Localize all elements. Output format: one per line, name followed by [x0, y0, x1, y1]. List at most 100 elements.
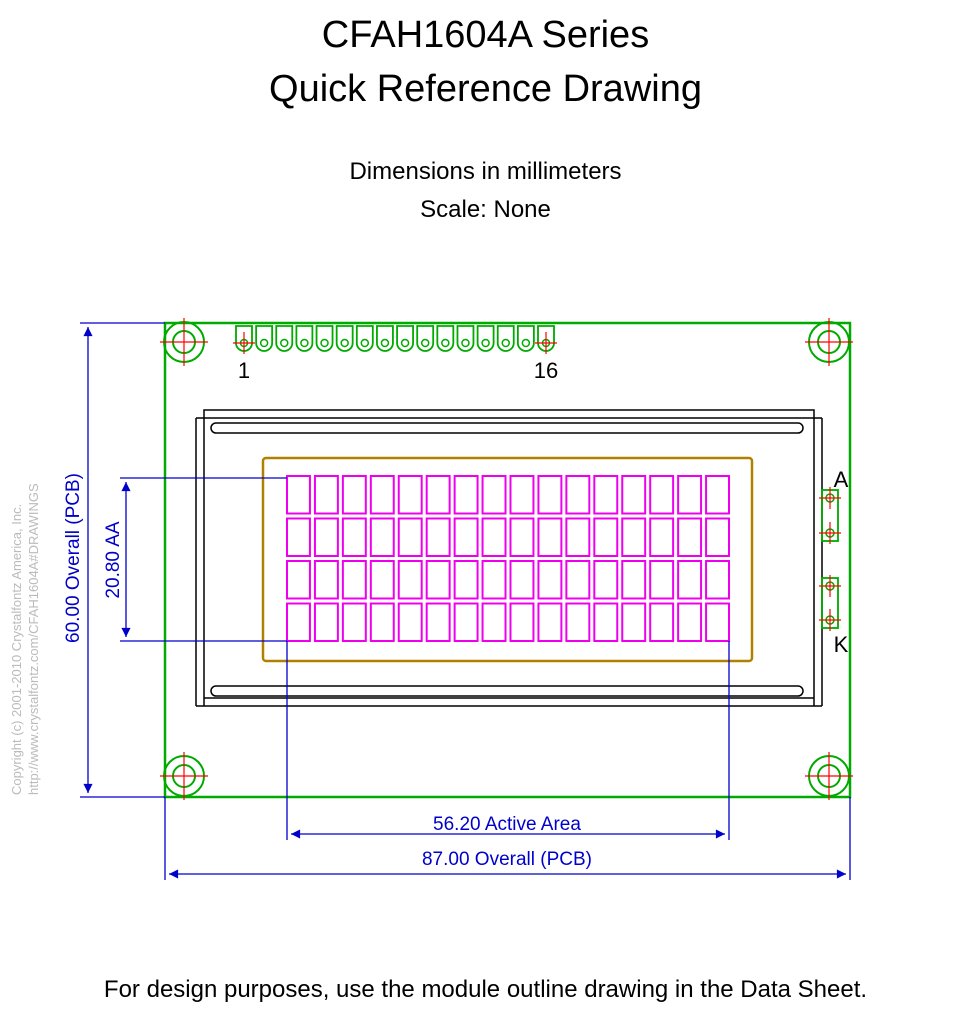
character-cell	[453, 560, 479, 600]
character-cell	[705, 475, 730, 515]
header-pins	[233, 325, 557, 354]
character-cell	[537, 475, 563, 515]
character-cell	[425, 560, 451, 600]
character-cell	[649, 602, 675, 642]
character-cell	[481, 602, 507, 642]
character-cell	[593, 517, 619, 557]
viewing-area	[261, 456, 754, 663]
character-cell	[481, 517, 507, 557]
character-cell	[313, 517, 339, 557]
pcb-outline	[163, 321, 852, 799]
character-cell	[481, 475, 507, 515]
header-pin	[535, 325, 557, 354]
character-cell-grid	[286, 475, 730, 642]
character-cell	[397, 560, 423, 600]
overall-height-dimension: 60.00 Overall (PCB)	[63, 473, 84, 643]
character-cell	[397, 475, 423, 515]
character-cell	[341, 517, 367, 557]
character-cell	[565, 475, 591, 515]
character-cell	[313, 560, 339, 600]
character-cell	[369, 560, 395, 600]
character-cell	[341, 602, 367, 642]
pin-16-label: 16	[534, 358, 558, 383]
header-pin	[456, 325, 475, 352]
header-pin	[476, 325, 495, 352]
dimension-lines	[80, 322, 851, 880]
character-cell	[593, 560, 619, 600]
units-note: Dimensions in millimeters	[349, 158, 622, 185]
character-cell	[369, 517, 395, 557]
backlight-cathode-label: K	[834, 632, 849, 657]
character-cell	[593, 475, 619, 515]
mounting-hole	[805, 318, 853, 366]
copyright-line2: http://www.crystalfontz.com/CFAH1604A#DR…	[26, 483, 41, 795]
character-cell	[509, 560, 535, 600]
character-cell	[677, 475, 703, 515]
character-cell	[453, 517, 479, 557]
overall-width-dimension: 87.00 Overall (PCB)	[422, 849, 592, 870]
character-cell	[537, 517, 563, 557]
header-pin	[275, 325, 294, 352]
character-cell	[425, 602, 451, 642]
character-cell	[621, 560, 647, 600]
character-cell	[621, 602, 647, 642]
active-height-dimension: 20.80 AA	[103, 521, 124, 598]
backlight-pin-pair	[819, 487, 841, 544]
copyright-line1: Copyright (c) 2001-2010 Crystalfontz Ame…	[9, 504, 24, 795]
lcd-bezel	[195, 409, 823, 707]
header-pin	[315, 325, 334, 352]
character-cell	[397, 517, 423, 557]
character-cell	[313, 475, 339, 515]
header-pin	[355, 325, 374, 352]
character-cell	[649, 517, 675, 557]
backlight-pin-pair	[819, 575, 841, 631]
header-pin	[376, 325, 394, 352]
pin-1-label: 1	[238, 358, 250, 383]
character-cell	[481, 560, 507, 600]
mounting-hole	[160, 752, 208, 800]
mounting-hole	[805, 752, 853, 800]
character-cell	[286, 517, 311, 557]
mounting-holes	[160, 318, 853, 800]
active-width-dimension: 56.20 Active Area	[433, 814, 581, 835]
backlight-pins	[819, 487, 841, 631]
character-cell	[425, 517, 451, 557]
character-cell	[649, 475, 675, 515]
mounting-hole	[160, 318, 208, 366]
character-cell	[286, 560, 311, 600]
character-cell	[565, 602, 591, 642]
character-cell	[705, 602, 730, 642]
header-pin	[396, 325, 414, 352]
character-cell	[593, 602, 619, 642]
character-cell	[453, 602, 479, 642]
header-pin	[255, 325, 274, 352]
character-cell	[341, 560, 367, 600]
character-cell	[509, 602, 535, 642]
character-cell	[286, 475, 311, 515]
character-cell	[509, 475, 535, 515]
character-cell	[649, 560, 675, 600]
design-purpose-note: For design purposes, use the module outl…	[103, 976, 868, 1003]
character-cell	[621, 475, 647, 515]
header-pin	[496, 325, 515, 352]
character-cell	[677, 560, 703, 600]
backlight-anode-label: A	[834, 467, 849, 492]
character-cell	[509, 517, 535, 557]
character-cell	[677, 517, 703, 557]
character-cell	[286, 602, 311, 642]
character-cell	[453, 475, 479, 515]
header-pin	[516, 325, 535, 352]
character-cell	[705, 560, 730, 600]
character-cell	[369, 475, 395, 515]
drawing-title-line2: Quick Reference Drawing	[269, 68, 702, 110]
header-pin	[233, 325, 255, 354]
drawing-title-line1: CFAH1604A Series	[321, 14, 650, 56]
character-cell	[341, 475, 367, 515]
header-pin	[436, 325, 455, 352]
character-cell	[565, 560, 591, 600]
header-pin	[416, 325, 435, 352]
character-cell	[425, 475, 451, 515]
scale-note: Scale: None	[420, 196, 551, 223]
character-cell	[537, 560, 563, 600]
